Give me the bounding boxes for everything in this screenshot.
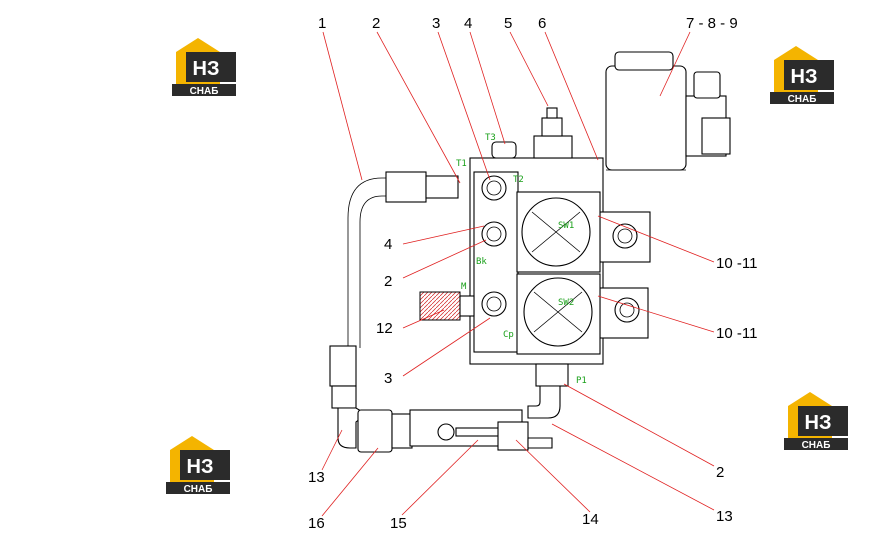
logo-top-text: НЗ [805,412,832,434]
callout-3-side: 3 [384,370,392,387]
solenoid-coil [605,51,731,171]
callout-2-bottom: 2 [716,464,724,481]
logo-top-text: НЗ [193,58,220,80]
valve-body [469,107,651,387]
port-label-bk: Bk [476,257,487,267]
port-label-sw1: SW1 [558,221,574,231]
port-label-t3: T3 [485,133,496,143]
callout-15: 15 [390,515,407,532]
callout-14: 14 [582,511,599,528]
callout-10-11-lower: 10 -11 [716,325,757,342]
logo-top-text: НЗ [791,66,818,88]
port-label-sw2: SW2 [558,298,574,308]
port-label-t2: T2 [513,175,524,185]
logo-bottom-text: СНАБ [190,86,219,97]
callout-2-side: 2 [384,273,392,290]
logo-bottom-text: СНАБ [788,94,817,105]
callout-4-top: 4 [464,15,472,32]
port-label-t1: T1 [456,159,467,169]
port-label-cp: Cp [503,330,514,340]
fitting-12 [419,291,475,321]
callout-5: 5 [504,15,512,32]
logo-top-text: НЗ [187,456,214,478]
port-label-m: M [461,282,467,292]
callout-3-top: 3 [432,15,440,32]
callout-numbers: 1 2 3 4 5 6 7 - 8 - 9 4 2 12 3 10 -11 10… [308,15,757,532]
hose-assembly [329,171,459,453]
callout-2-top: 2 [372,15,380,32]
logo-bottom-text: СНАБ [802,440,831,451]
callout-4-side: 4 [384,236,392,253]
callout-7-8-9: 7 - 8 - 9 [686,15,738,32]
callout-12: 12 [376,320,393,337]
logo-bottom-left: НЗ СНАБ [166,436,230,495]
callout-13-left: 13 [308,469,325,486]
callout-13-right: 13 [716,508,733,525]
leader-lines [321,31,715,517]
callout-10-11-upper: 10 -11 [716,255,757,272]
ball-valve [409,385,561,451]
logo-top-right: НЗ СНАБ [770,46,834,105]
logo-top-left: НЗ СНАБ [172,38,236,97]
callout-16: 16 [308,515,325,532]
port-labels: T1 T2 T3 Bk Cp M P1 SW1 SW2 [456,133,587,386]
callout-1: 1 [318,15,326,32]
port-label-p1: P1 [576,376,587,386]
callout-6: 6 [538,15,546,32]
logo-mid-right: НЗ СНАБ [784,392,848,451]
logo-bottom-text: СНАБ [184,484,213,495]
